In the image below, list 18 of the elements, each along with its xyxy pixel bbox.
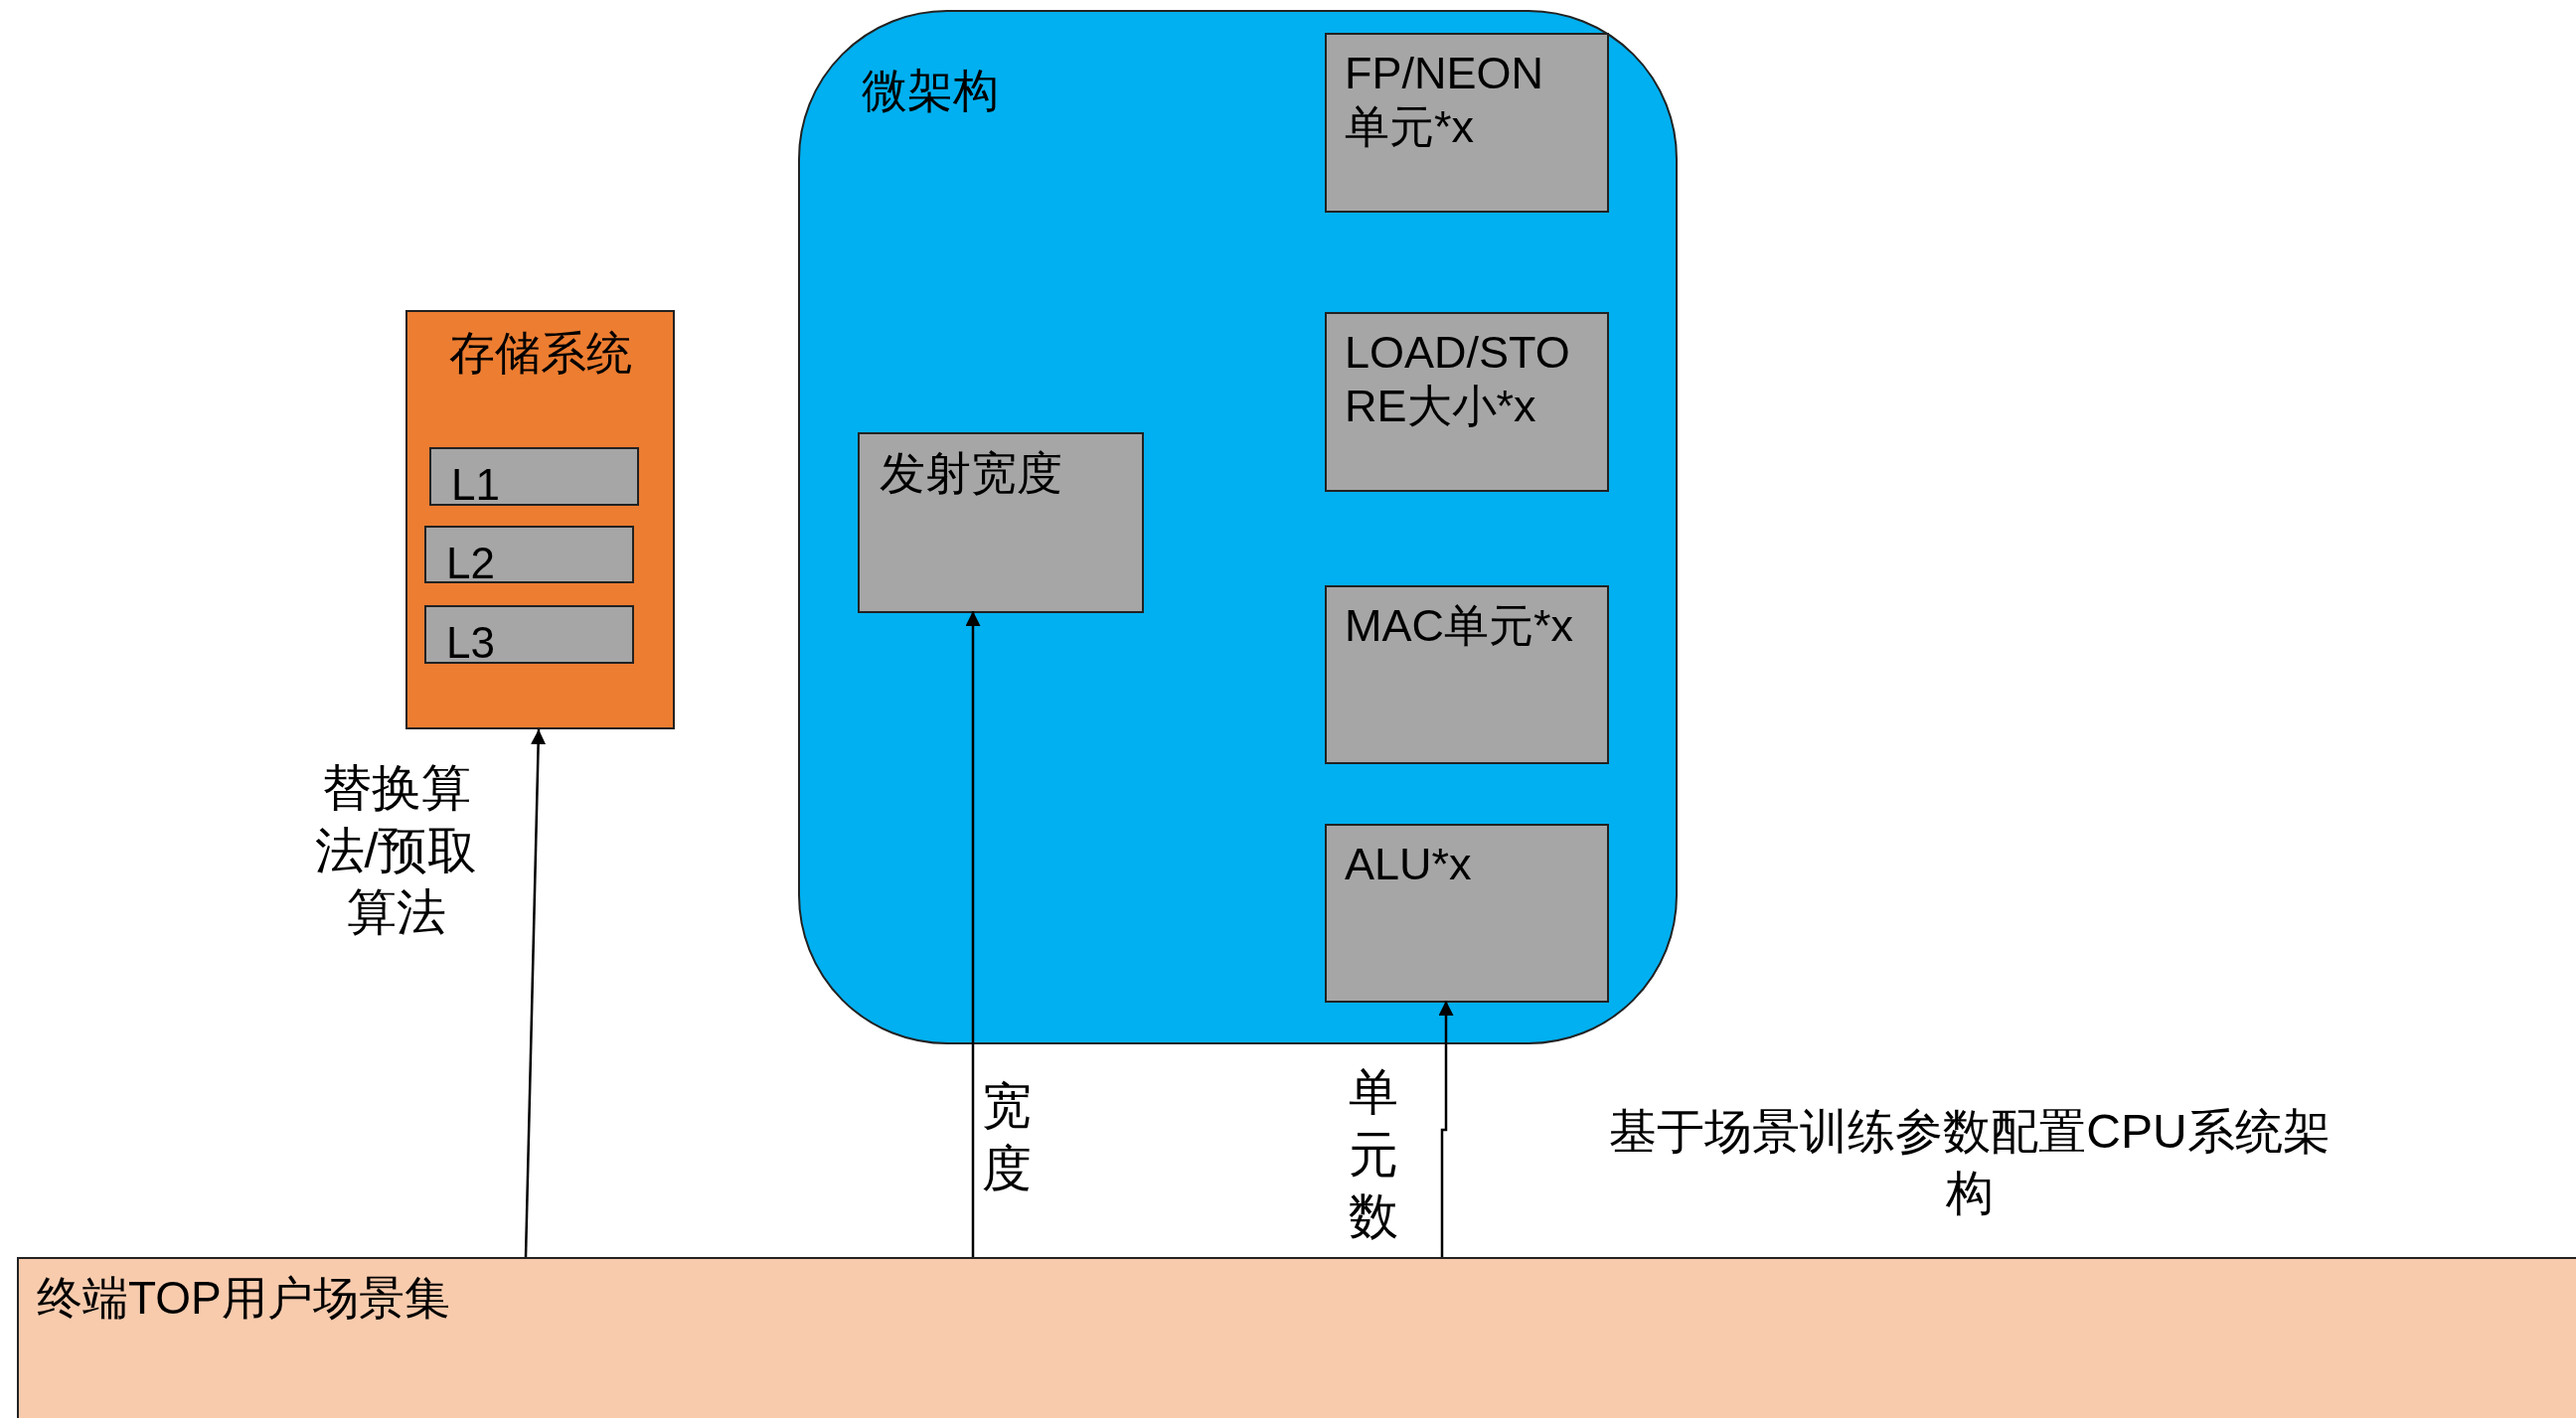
- unit-box: MAC单元*x: [1325, 585, 1609, 764]
- arrow: [524, 728, 547, 1258]
- edge-label: 替换算法/预取算法: [313, 759, 479, 942]
- unit-box: ALU*x: [1325, 824, 1609, 1003]
- unit-box: FP/NEON 单元*x: [1325, 33, 1609, 213]
- unit-box: LOAD/STORE大小*x: [1325, 312, 1609, 492]
- microarchitecture-box: 微架构 FP/NEON 单元*x LOAD/STORE大小*x 发射宽度 MAC单元*x ALU*x: [798, 10, 1678, 1044]
- cache-box: L1: [429, 447, 639, 506]
- issue-width-box: 发射宽度: [858, 432, 1144, 613]
- edge-label: 单元数: [1348, 1063, 1399, 1246]
- note-text: 基于场景训练参数配置CPU系统架构: [1608, 1104, 2332, 1222]
- cache-box: L3: [424, 605, 634, 664]
- storage-box: 存储系统 L1 L2 L3: [405, 310, 675, 729]
- arrow: [1438, 1001, 1454, 1257]
- edge-label: 宽度: [981, 1077, 1033, 1198]
- scenario-set-band: 终端TOP用户场景集: [17, 1257, 2576, 1418]
- arrow: [965, 611, 981, 1257]
- cache-box: L2: [424, 526, 634, 583]
